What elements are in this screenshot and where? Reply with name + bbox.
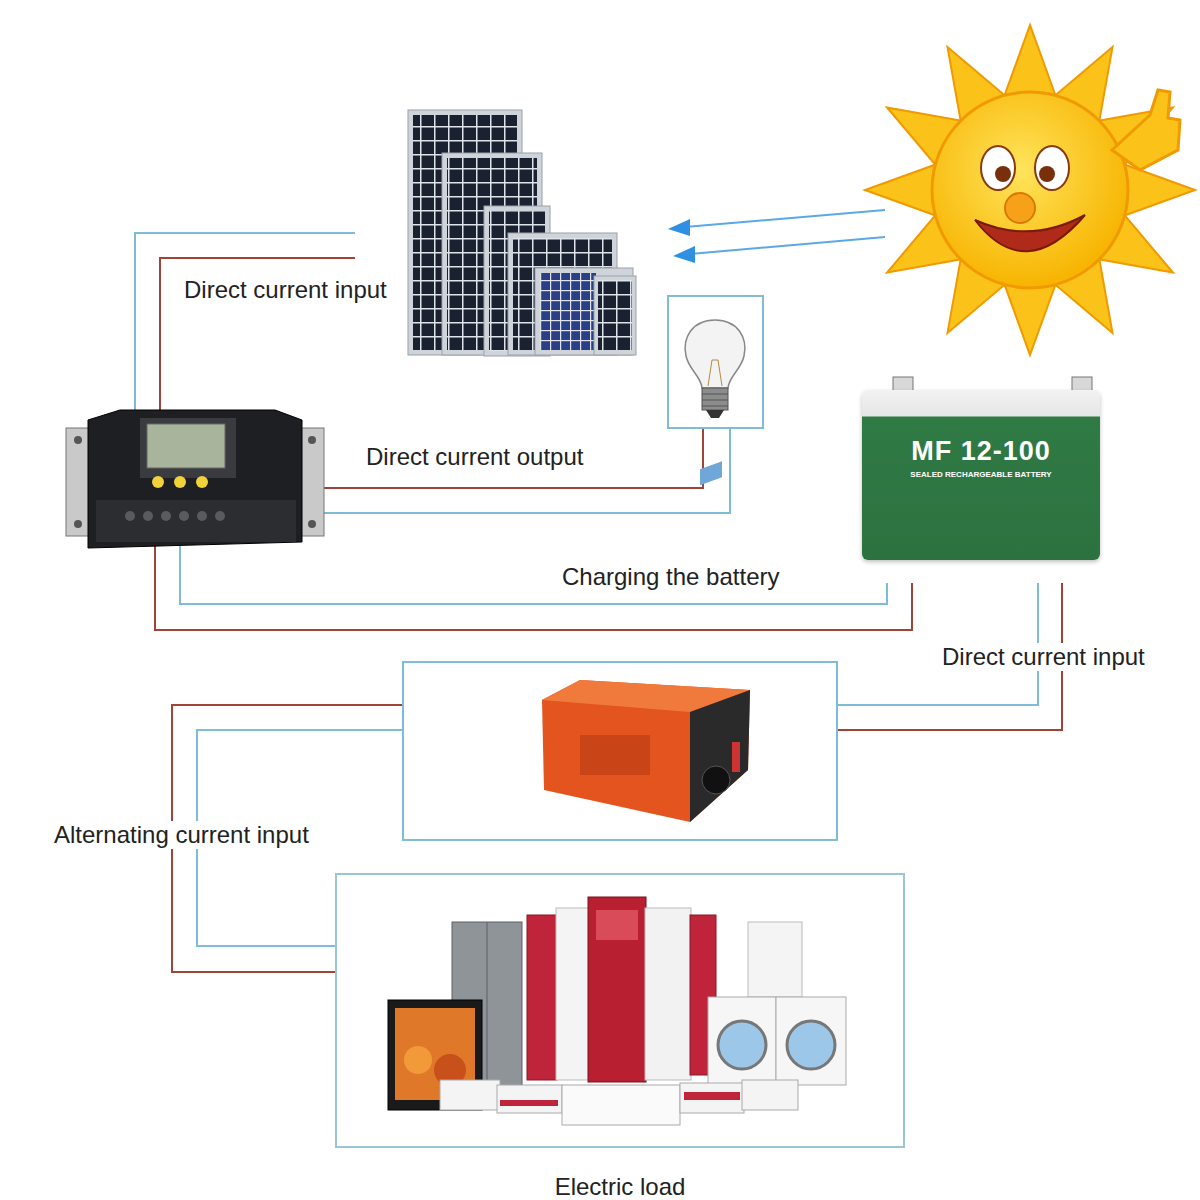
arrow-head (673, 246, 695, 263)
sunlight-arrows (668, 210, 885, 263)
sunlight-line (690, 237, 885, 254)
wire-label: Direct current input (940, 643, 1147, 671)
inverter (542, 461, 750, 822)
wire-label: Alternating current input (52, 821, 311, 849)
control-button (174, 476, 186, 488)
node-subtitle: SEALED RECHARGEABLE BATTERY (862, 470, 1100, 479)
sun-face (932, 92, 1128, 288)
node-title: Electric load (337, 1173, 903, 1200)
load-box: Electric load (335, 873, 905, 1148)
terminal-hole (143, 511, 153, 521)
arrow-head (668, 219, 690, 236)
wire-negative (320, 428, 703, 488)
wire-label: Direct current input (182, 276, 389, 304)
charge-controller (66, 410, 324, 548)
base-thread (702, 406, 728, 407)
sun-mouth (975, 215, 1085, 251)
wall-ac-stripe (684, 1092, 740, 1100)
wire-positive (135, 233, 355, 412)
screw-hole (74, 520, 82, 528)
ac-tower (556, 908, 590, 1080)
ac-tower (527, 915, 557, 1080)
screw-hole (308, 520, 316, 528)
washer-door (718, 1021, 766, 1069)
mini-fridge (748, 922, 802, 997)
washing-machine (776, 997, 846, 1085)
ac-tower (645, 908, 691, 1080)
wire-label: Direct current output (364, 443, 585, 471)
solar-panels (408, 110, 636, 356)
wall-ac-stripe (500, 1100, 558, 1106)
terminal-hole (179, 511, 189, 521)
washing-machine (708, 997, 776, 1085)
panel-cells (598, 280, 632, 350)
battery: MF 12-100SEALED RECHARGEABLE BATTERY (862, 390, 1100, 560)
cooling-fan (702, 766, 730, 794)
sunlight-line (685, 210, 885, 227)
wire-positive (180, 545, 887, 604)
control-button (152, 476, 164, 488)
terminal-hole (197, 511, 207, 521)
wall-ac (562, 1085, 680, 1125)
light-bulb (685, 320, 745, 418)
washer-door (787, 1021, 835, 1069)
sun-pupil (995, 166, 1011, 182)
sun (865, 25, 1195, 355)
panel-cells (540, 273, 596, 350)
panel-frame (535, 268, 633, 355)
wall-ac (497, 1085, 562, 1113)
inverter-front (690, 690, 750, 822)
sun-thumb (1112, 90, 1180, 170)
screen-bezel (140, 418, 236, 478)
lcd-screen (147, 424, 225, 468)
terminal-hole (125, 511, 135, 521)
wall-ac (440, 1080, 500, 1110)
wire-positive (320, 428, 730, 513)
base-thread (702, 394, 728, 395)
wire-negative (155, 545, 912, 630)
bulb-tip (706, 410, 724, 418)
sun-eye (1035, 146, 1069, 190)
controller-lower (96, 500, 296, 542)
inverter-display (700, 461, 722, 485)
inverter-box (403, 662, 837, 840)
wall-ac (680, 1083, 744, 1113)
ac-panel (596, 910, 638, 940)
inverter-terminal (732, 742, 740, 772)
bulb-box (668, 296, 763, 428)
screw-hole (74, 436, 82, 444)
bulb-base (702, 388, 728, 410)
bulb-glass (685, 320, 745, 388)
appliances (388, 897, 846, 1125)
screen-pumpkin (404, 1046, 432, 1074)
controller-body (88, 410, 302, 548)
wire-label: Charging the battery (560, 563, 781, 591)
terminal-hole (215, 511, 225, 521)
screw-hole (308, 436, 316, 444)
sun-eye (981, 146, 1015, 190)
inverter-body (542, 680, 750, 822)
wall-ac (742, 1080, 798, 1110)
ac-tower (588, 897, 646, 1082)
node-title: MF 12-100 (862, 436, 1100, 467)
base-thread (702, 400, 728, 401)
panel-frame (594, 276, 636, 355)
sun-pupil (1039, 166, 1055, 182)
vent-grille (580, 735, 650, 775)
sun-nose (1005, 193, 1035, 223)
filament (708, 360, 722, 386)
control-button (196, 476, 208, 488)
terminal-hole (161, 511, 171, 521)
fridge-split (487, 922, 488, 1087)
